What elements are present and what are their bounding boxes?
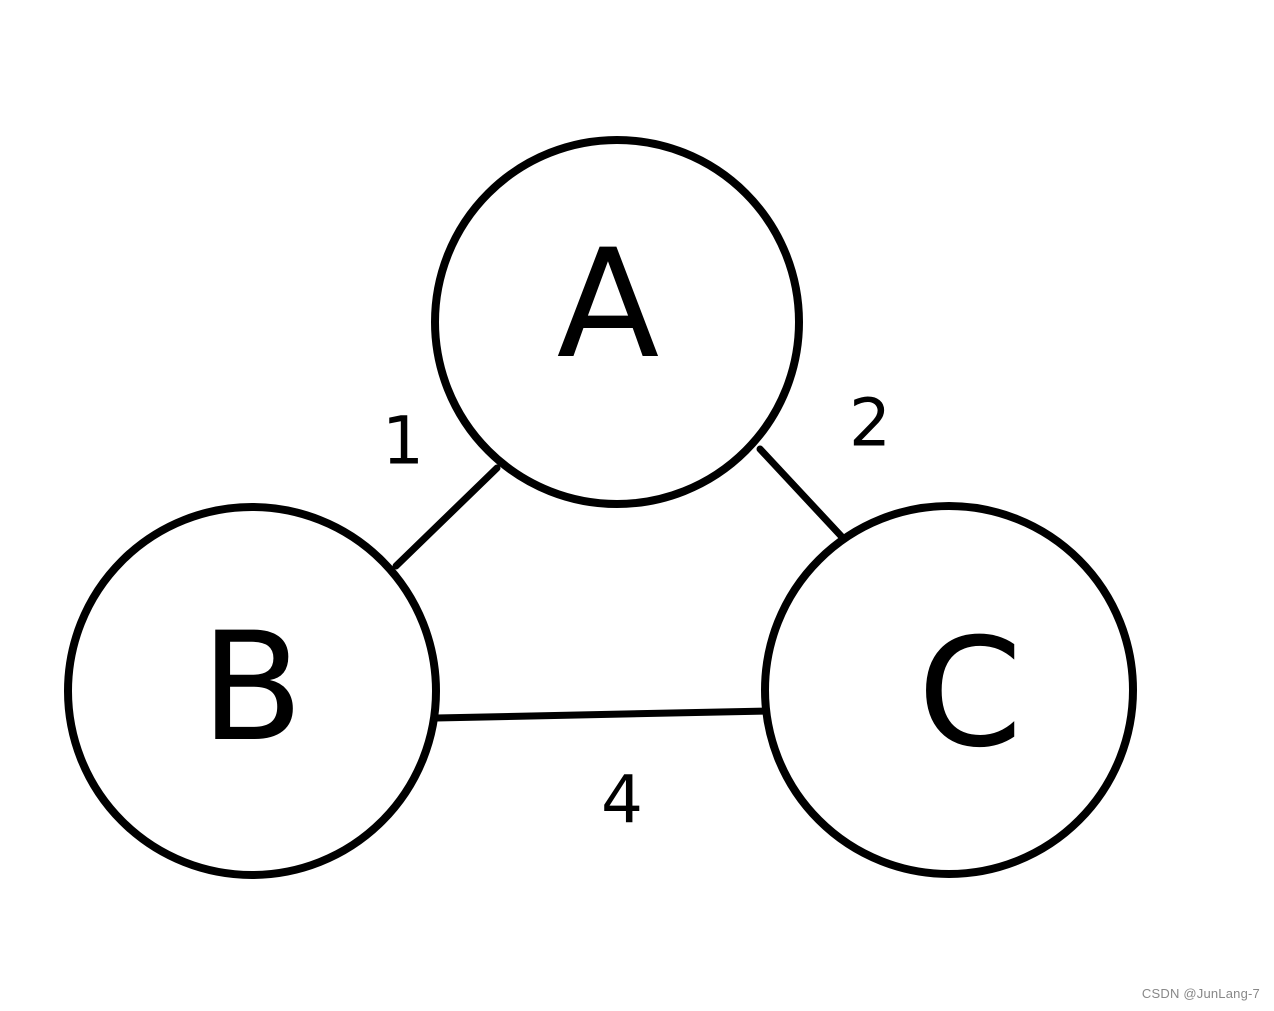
node-c-circle <box>761 502 1137 878</box>
node-b-circle <box>64 503 440 879</box>
node-a: A <box>431 136 803 508</box>
node-b-label: B <box>201 601 304 775</box>
edge-a-c <box>756 445 846 541</box>
edge-b-c-weight: 4 <box>601 762 643 839</box>
edge-a-b <box>392 464 501 570</box>
node-b: B <box>64 503 440 879</box>
edge-b-c <box>432 707 770 722</box>
watermark: CSDN @JunLang-7 <box>1141 986 1260 1001</box>
node-c-label: C <box>918 607 1023 781</box>
node-a-label: A <box>557 218 660 392</box>
edge-a-c-weight: 2 <box>849 385 891 462</box>
node-c: C <box>761 502 1137 878</box>
node-a-circle <box>431 136 803 508</box>
edge-a-b-weight: 1 <box>382 403 424 480</box>
